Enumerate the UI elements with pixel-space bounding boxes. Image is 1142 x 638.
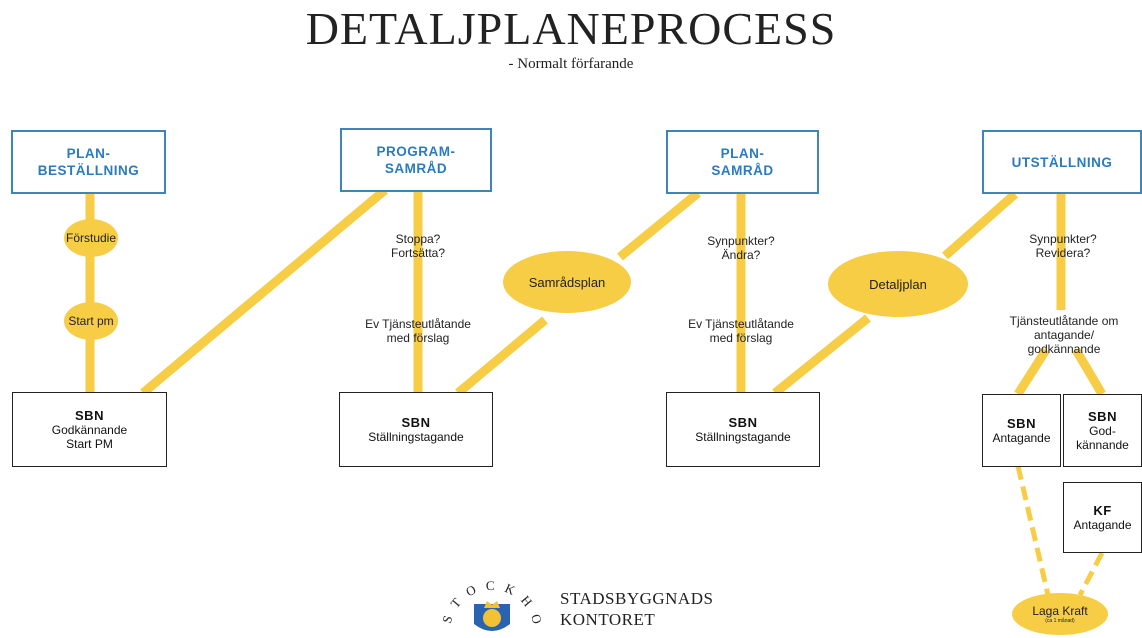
brand-line-2: KONTORET — [560, 610, 656, 629]
step-stoppa: Stoppa? Fortsätta? — [390, 232, 446, 260]
decision-sbn-3-head: SBN — [728, 414, 758, 430]
decision-sbn-3-body: Ställningstagande — [695, 429, 791, 444]
decision-sbn-2-body: Ställningstagande — [368, 429, 464, 444]
page-subtitle: - Normalt förfarande — [508, 56, 634, 72]
decision-sbn-1: SBN Godkännande Start PM — [12, 392, 167, 467]
decision-sbn-2: SBN Ställningstagande — [339, 392, 493, 467]
decision-sbn-antagande-head: SBN — [1007, 415, 1036, 431]
laga-kraft-note: (ca 1 månad) — [1045, 618, 1075, 624]
decision-sbn-1-head: SBN — [75, 407, 104, 423]
samradsplan-label: Samrådsplan — [528, 274, 606, 290]
step-forstudie: Förstudie — [64, 219, 118, 257]
step-forstudie-label: Förstudie — [65, 231, 117, 245]
step-synpunkter-2: Synpunkter? Revidera? — [1029, 232, 1097, 260]
brand-line-1: STADSBYGGNADS — [560, 589, 714, 608]
decision-sbn-godkannande: SBN God- kännande — [1063, 394, 1142, 467]
detaljplan-label: Detaljplan — [869, 276, 927, 292]
phase-utstallning: UTSTÄLLNING — [982, 130, 1142, 194]
step-synpunkter-1: Synpunkter? Ändra? — [707, 234, 775, 262]
decision-sbn-godkannande-head: SBN — [1088, 408, 1117, 424]
page-title: DETALJPLANEPROCESS — [305, 3, 837, 54]
decision-kf-antagande: KF Antagande — [1063, 482, 1142, 553]
phase-program-samrad: PROGRAM- SAMRÅD — [340, 128, 492, 192]
decision-kf-body: Antagande — [1073, 517, 1132, 532]
step-tjanste-2: Ev Tjänsteutlåtande med förslag — [688, 317, 794, 345]
step-start-pm-label: Start pm — [68, 314, 114, 328]
samradsplan-oval: Samrådsplan — [503, 251, 631, 313]
step-start-pm: Start pm — [64, 302, 118, 340]
decision-sbn-antagande-body: Antagande — [992, 430, 1051, 445]
phase-plan-bestallning: PLAN- BESTÄLLNING — [11, 130, 166, 194]
laga-kraft-label: Laga Kraft — [1032, 604, 1088, 618]
decision-sbn-3: SBN Ställningstagande — [666, 392, 820, 467]
laga-kraft-oval: Laga Kraft (ca 1 månad) — [1012, 593, 1108, 635]
decision-sbn-antagande: SBN Antagande — [982, 394, 1061, 467]
step-tjanste-3: Tjänsteutlåtande om antagande/ godkännan… — [1009, 314, 1119, 356]
phase-plan-samrad: PLAN- SAMRÅD — [666, 130, 819, 194]
brand-name: STADSBYGGNADS KONTORET — [560, 588, 713, 630]
decision-sbn-1-body: Godkännande Start PM — [51, 422, 128, 451]
detaljplan-oval: Detaljplan — [828, 251, 968, 317]
decision-sbn-godkannande-body: God- kännande — [1076, 423, 1129, 452]
step-tjanste-1: Ev Tjänsteutlåtande med förslag — [365, 317, 471, 345]
decision-kf-head: KF — [1093, 502, 1112, 518]
stockholm-seal-logo: S T O C K H O L M S · S T A D — [434, 574, 543, 634]
decision-sbn-2-head: SBN — [401, 414, 431, 430]
